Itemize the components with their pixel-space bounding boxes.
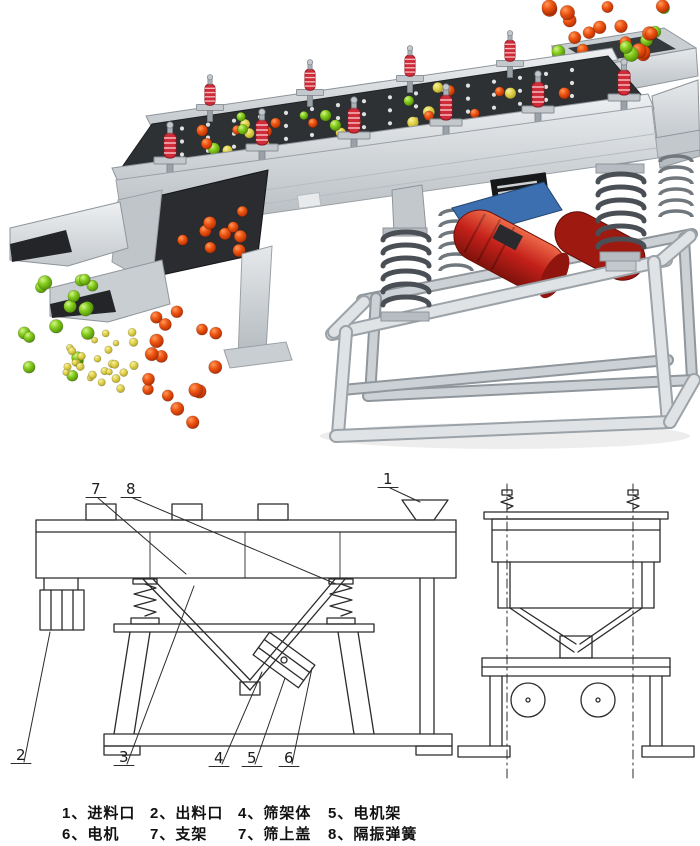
technical-drawing: 7 8 1 2 3 4 5 6 — [10, 470, 695, 779]
legend-row-2: 6、电机 7、支架 7、筛上盖 8、隔振弹簧 — [62, 824, 700, 845]
callout-2: 2 — [16, 746, 26, 764]
near-rail — [111, 93, 655, 183]
front-view — [35, 499, 457, 756]
front-view-springs — [130, 578, 356, 625]
yellow-particles — [62, 327, 139, 394]
end-view — [457, 483, 695, 779]
end-view-stand — [457, 675, 695, 758]
base-frame — [325, 229, 700, 443]
end-view-springs — [500, 489, 640, 510]
leader-lines — [10, 487, 421, 767]
legend-item: 7、筛上盖 — [238, 826, 312, 843]
callout-1: 1 — [383, 470, 393, 488]
coil-spring-middle — [380, 184, 432, 322]
inlet-particles — [541, 0, 671, 62]
legend-item: 6、电机 — [62, 826, 120, 843]
small-label — [296, 191, 322, 210]
support-column-left — [223, 245, 293, 369]
callout-8: 8 — [126, 480, 136, 498]
front-view-motor — [252, 631, 316, 689]
chute-particles — [177, 205, 249, 258]
front-view-screen-frame — [141, 577, 347, 696]
front-view-discharge — [39, 577, 85, 631]
legend-item: 8、隔振弹簧 — [328, 826, 418, 843]
front-view-stand — [103, 577, 453, 756]
legend-item: 7、支架 — [150, 826, 208, 843]
callout-4: 4 — [214, 749, 224, 767]
coil-spring-right — [595, 163, 647, 272]
front-view-body — [35, 519, 457, 579]
legend-item: 2、出料口 — [150, 805, 224, 822]
callout-7: 7 — [91, 480, 101, 498]
front-view-covers — [85, 503, 289, 521]
end-view-body — [483, 511, 669, 659]
end-view-motors — [481, 657, 671, 718]
callout-5: 5 — [247, 749, 257, 767]
end-view-centerlines — [506, 483, 634, 779]
legend-item: 5、电机架 — [328, 805, 402, 822]
callout-3: 3 — [119, 748, 129, 766]
discharge-spout-upper — [9, 201, 129, 267]
parts-legend: 1、进料口 2、出料口 4、筛架体 5、电机架 6、电机 7、支架 7、筛上盖 … — [0, 800, 700, 846]
callout-6: 6 — [284, 749, 294, 767]
front-view-feed-funnel — [401, 499, 449, 521]
legend-row-1: 1、进料口 2、出料口 4、筛架体 5、电机架 — [62, 803, 700, 824]
legend-item: 1、进料口 — [62, 805, 136, 822]
orange-particles — [142, 305, 223, 430]
product-render — [9, 0, 700, 449]
legend-item: 4、筛架体 — [238, 805, 312, 822]
